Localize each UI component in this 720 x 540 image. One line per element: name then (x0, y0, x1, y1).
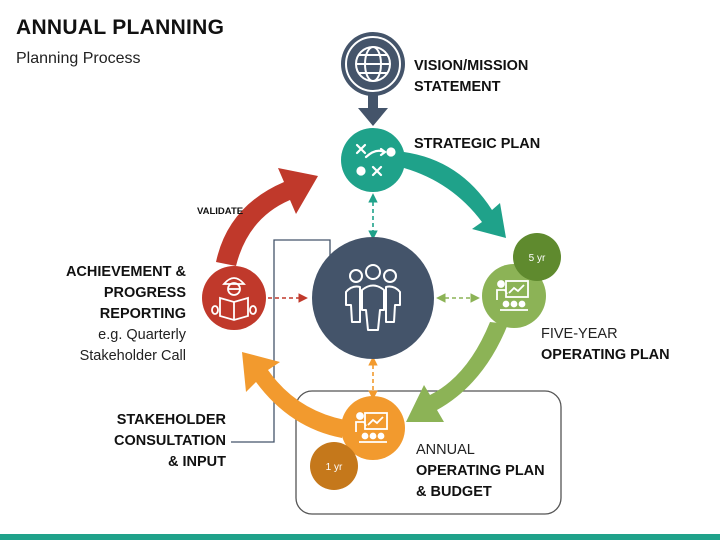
annual-node (341, 396, 405, 460)
vision-label-line2: STATEMENT (414, 79, 501, 95)
stakeholder-connector-line (231, 239, 331, 443)
achievement-label: ACHIEVEMENT & PROGRESS REPORTING e.g. Qu… (20, 262, 186, 367)
globe-icon (355, 46, 391, 82)
stakeholder-label-line3: & INPUT (168, 454, 226, 470)
center-node (312, 237, 434, 359)
achievement-label-line2: PROGRESS (103, 285, 186, 301)
arrow-vision-to-strategic (358, 92, 388, 126)
stakeholder-label-line1: STAKEHOLDER (116, 412, 226, 428)
page-title: ANNUAL PLANNING (16, 16, 225, 39)
vision-label: VISION/MISSION STATEMENT (414, 56, 528, 98)
arrow-annual-to-achievement (242, 352, 345, 438)
achievement-label-line3: REPORTING (99, 306, 186, 322)
five-year-label: FIVE-YEAR OPERATING PLAN (541, 324, 670, 366)
team-icon (345, 264, 401, 331)
achievement-label-line4: e.g. Quarterly (98, 327, 186, 343)
annual-label: ANNUAL OPERATING PLAN & BUDGET (416, 440, 545, 503)
annual-plan-box (295, 390, 562, 515)
achievement-label-line5: Stakeholder Call (79, 348, 186, 364)
annual-badge: 1 yr (310, 442, 358, 490)
achievement-label-line1: ACHIEVEMENT & (65, 264, 186, 280)
arrow-fiveyear-to-annual (406, 322, 508, 422)
page-subtitle: Planning Process (16, 50, 141, 67)
strategic-node (341, 128, 405, 192)
arrow-achievement-to-strategic (216, 168, 318, 266)
stakeholder-label: STAKEHOLDER CONSULTATION & INPUT (40, 410, 226, 473)
footer-accent-bar (0, 534, 720, 540)
annual-label-line1: ANNUAL (416, 442, 475, 458)
annual-label-line2: OPERATING PLAN (416, 463, 545, 479)
annual-badge-text: 1 yr (326, 462, 343, 473)
five-year-label-line2: OPERATING PLAN (541, 347, 670, 363)
five-year-label-line1: FIVE-YEAR (541, 326, 618, 342)
presentation-icon (355, 412, 388, 443)
five-year-badge-text: 5 yr (529, 253, 546, 264)
five-year-node (482, 264, 546, 328)
achievement-node (202, 266, 266, 330)
arrow-strategic-to-fiveyear (404, 152, 506, 238)
annual-label-line3: & BUDGET (416, 484, 492, 500)
strategy-icon (355, 143, 396, 177)
presentation-icon (496, 280, 529, 311)
stakeholder-label-line2: CONSULTATION (114, 433, 226, 449)
reader-icon (211, 277, 257, 321)
vision-label-line1: VISION/MISSION (414, 58, 529, 74)
strategic-label: STRATEGIC PLAN (414, 136, 541, 152)
five-year-badge: 5 yr (513, 233, 561, 281)
vision-node (341, 32, 405, 96)
validate-label: VALIDATE (197, 206, 244, 217)
